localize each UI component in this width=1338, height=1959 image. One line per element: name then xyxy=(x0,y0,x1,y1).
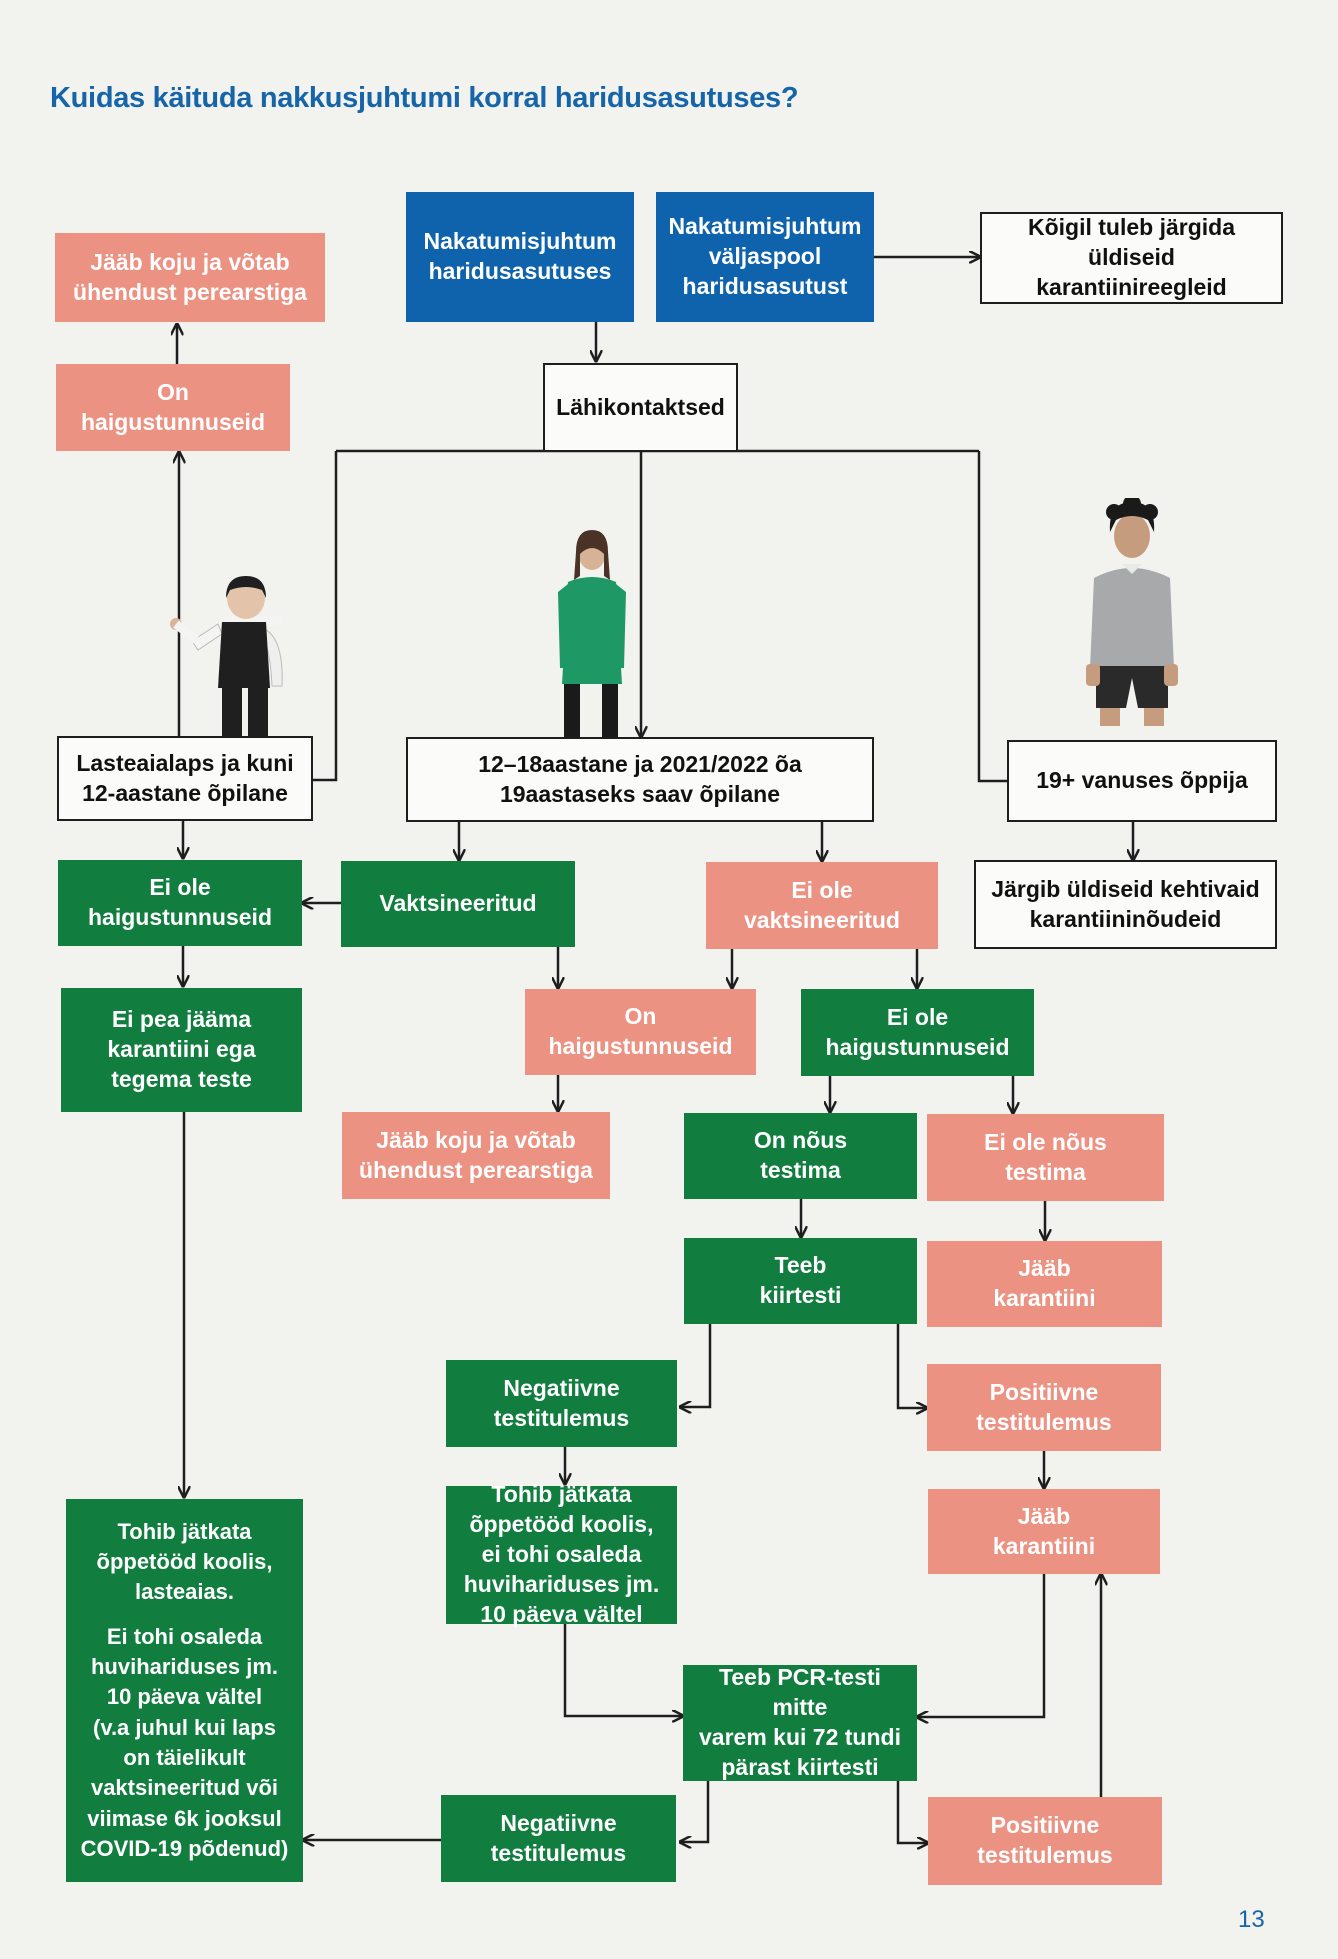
teen-figure-illustration xyxy=(558,530,626,738)
quarantine-2-box: Jääb karantiini xyxy=(928,1489,1160,1574)
general-quarantine-rules-box: Kõigil tuleb järgida üldiseid karantiini… xyxy=(980,212,1283,304)
rapid-test-box: Teeb kiirtesti xyxy=(684,1238,917,1324)
case-in-school-box: Nakatumisjuhtum haridusasutuses xyxy=(406,192,634,322)
arrow-continue-to-pcr xyxy=(563,1624,683,1716)
may-continue-left-paragraph-1: Tohib jätkata õppetööd koolis, lasteaias… xyxy=(96,1518,273,1605)
close-contacts-box: Lähikontaktsed xyxy=(543,363,738,452)
may-continue-left-paragraph-2: Ei tohi osaleda huvihariduses jm. 10 päe… xyxy=(80,1623,289,1862)
stays-home-mid-box: Jääb koju ja võtab ühendust perearstiga xyxy=(342,1112,610,1199)
case-outside-school-box: Nakatumisjuhtum väljaspool haridusasutus… xyxy=(656,192,874,322)
refuses-test-box: Ei ole nõus testima xyxy=(927,1114,1164,1201)
student-12-18-box: 12–18aastane ja 2021/2022 õa 19aastaseks… xyxy=(406,737,874,822)
child-figure-illustration xyxy=(170,576,283,736)
page-title: Kuidas käituda nakkusjuhtumi korral hari… xyxy=(50,82,799,114)
may-continue-mid-box: Tohib jätkata õppetööd koolis, ei tohi o… xyxy=(446,1481,677,1627)
may-continue-left-box: Tohib jätkata õppetööd koolis, lasteaias… xyxy=(66,1499,303,1882)
quarantine-1-box: Jääb karantiini xyxy=(927,1241,1162,1327)
arrow-rapidtest-to-negative xyxy=(680,1324,712,1407)
agrees-to-test-box: On nõus testima xyxy=(684,1113,917,1199)
has-symptoms-top-box: On haigustunnuseid xyxy=(56,364,290,451)
line-contacts-to-child xyxy=(313,451,338,782)
kindergarten-child-box: Lasteaialaps ja kuni 12-aastane õpilane xyxy=(57,736,313,821)
no-symptoms-mid-box: Ei ole haigustunnuseid xyxy=(801,989,1034,1076)
line-contacts-to-adult xyxy=(977,451,1007,783)
pcr-test-box: Teeb PCR-testi mitte varem kui 72 tundi … xyxy=(683,1664,917,1781)
no-quarantine-no-tests-box: Ei pea jääma karantiini ega tegema teste xyxy=(61,988,302,1112)
negative-result-2-box: Negatiivne testitulemus xyxy=(441,1795,676,1882)
arrow-rapidtest-to-positive xyxy=(896,1324,927,1408)
stays-home-top-box: Jääb koju ja võtab ühendust perearstiga xyxy=(55,233,325,322)
follows-general-rules-box: Järgib üldiseid kehtivaid karantiininõud… xyxy=(974,860,1277,949)
no-symptoms-left-box: Ei ole haigustunnuseid xyxy=(58,860,302,946)
not-vaccinated-box: Ei ole vaktsineeritud xyxy=(706,862,938,949)
adult-figure-illustration xyxy=(1086,498,1178,726)
page-number: 13 xyxy=(1238,1906,1265,1933)
vaccinated-box: Vaktsineeritud xyxy=(341,861,575,947)
negative-result-1-box: Negatiivne testitulemus xyxy=(446,1360,677,1447)
adult-learner-box: 19+ vanuses õppija xyxy=(1007,740,1277,822)
has-symptoms-mid-box: On haigustunnuseid xyxy=(525,989,756,1075)
arrow-quarantine-to-pcr xyxy=(917,1574,1046,1717)
positive-result-2-box: Positiivne testitulemus xyxy=(928,1797,1162,1885)
positive-result-1-box: Positiivne testitulemus xyxy=(927,1364,1161,1451)
arrow-pcr-to-negative xyxy=(680,1781,710,1842)
arrow-pcr-to-positive xyxy=(896,1781,928,1843)
